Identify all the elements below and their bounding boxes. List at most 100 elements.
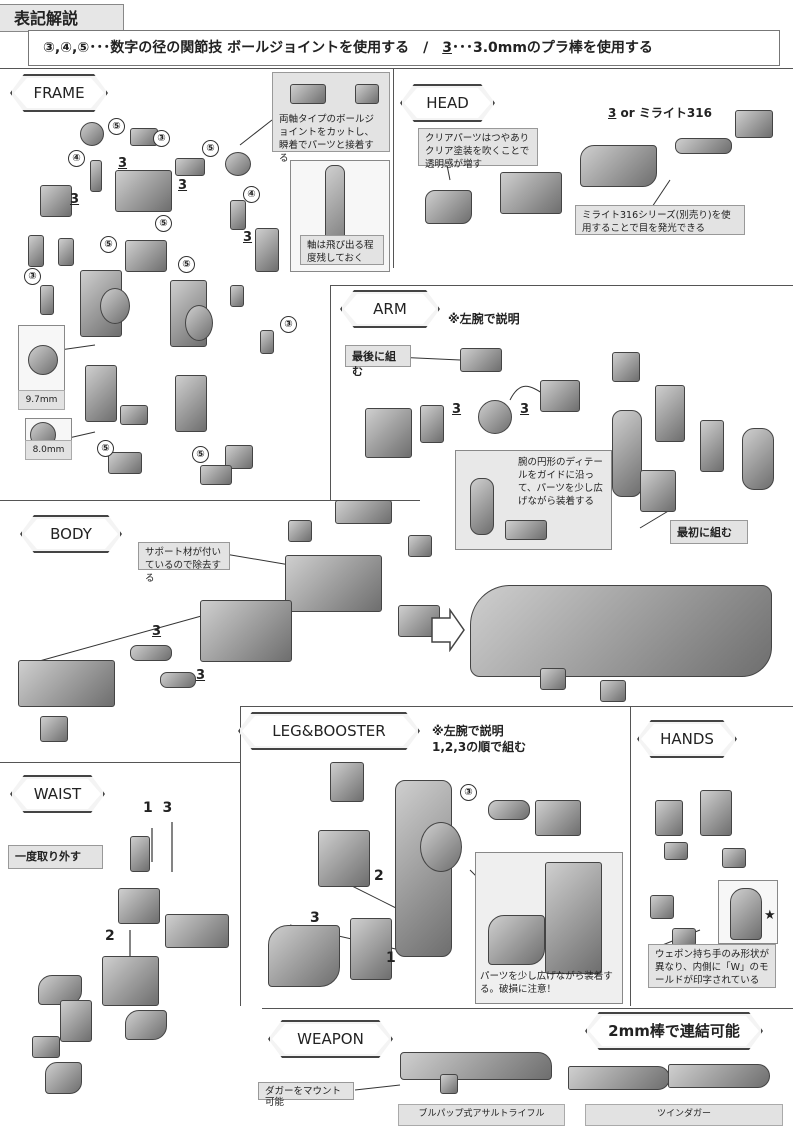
leg-badge: LEG&BOOSTER (238, 712, 420, 750)
arm-part (655, 385, 685, 442)
frame-rod-3: 3 (70, 192, 80, 207)
head-part-crest (735, 110, 773, 138)
leg-part-nozzle (535, 800, 581, 836)
head-clear-note: クリアパーツはつやありクリア塗装を吹くことで透明感が増す (418, 128, 538, 170)
arm-badge: ARM (340, 290, 440, 328)
frame-ball-97 (28, 345, 58, 375)
weapon-link-label: 2mm棒で連結可能 (585, 1012, 763, 1050)
leg-caution-part (488, 915, 545, 965)
leg-step-3: 3 (310, 910, 320, 926)
waist-part (165, 914, 229, 948)
leg-caution-note: パーツを少し広げながら装着する。破損に注意！ (480, 971, 613, 995)
frame-marker-3: ③ (24, 268, 41, 285)
arm-guide-part (470, 478, 494, 535)
divider-frame-top (0, 68, 393, 69)
head-light-note: ミライト316シリーズ(別売り)を使用することで目を発光できる (575, 205, 745, 235)
leg-part-thruster (488, 800, 530, 820)
body-part-booster (18, 660, 115, 707)
frame-note-cut-part (355, 84, 379, 104)
body-support-note: サポート材が付いているので除去する (138, 542, 230, 584)
frame-badge: FRAME (10, 74, 108, 112)
body-part-chest (285, 555, 382, 612)
weapon-dagger-name: ツインダガー (585, 1104, 783, 1126)
hands-part (650, 895, 674, 919)
arm-rod-3: 3 (520, 402, 530, 417)
leg-subtitle-1: ※左腕で説明 (432, 724, 504, 738)
waist-part-skirt (125, 1010, 167, 1040)
legend-circled: ③,④,⑤･･･数字の径の関節技 ボールジョイントを使用する (43, 40, 410, 56)
arm-part (420, 405, 444, 443)
leg-subtitle-2: 1,2,3の順で組む (432, 740, 527, 754)
leg-part-shin-armor (350, 918, 392, 980)
leg-caution-part (545, 862, 602, 974)
arm-subtitle: ※左腕で説明 (448, 312, 520, 326)
arm-part-shoulder (460, 348, 502, 372)
frame-part (120, 405, 148, 425)
divider-body-top (0, 500, 420, 501)
hands-part (722, 848, 746, 868)
arm-part-ball (478, 400, 512, 434)
arm-part (612, 352, 640, 382)
waist-badge: WAIST (10, 775, 105, 813)
legend-box: ③,④,⑤･･･数字の径の関節技 ボールジョイントを使用する/3･･･3.0mm… (28, 30, 780, 66)
body-arrow-icon (431, 608, 465, 652)
legend-rod-number: 3 (442, 40, 452, 56)
frame-marker-5: ⑤ (155, 215, 172, 232)
arm-part (700, 420, 724, 472)
frame-marker-4: ④ (68, 150, 85, 167)
arm-rod-3: 3 (452, 402, 462, 417)
body-part (40, 716, 68, 742)
frame-marker-3: ③ (280, 316, 297, 333)
frame-part (225, 152, 251, 176)
waist-part-joint (130, 836, 150, 872)
frame-part (200, 465, 232, 485)
divider-waist-top (0, 762, 240, 763)
hands-part (664, 842, 688, 860)
hands-part (700, 790, 732, 836)
frame-part-knee-l (100, 288, 130, 324)
hands-part-weapon-grip (730, 888, 762, 940)
divider-head-top (393, 68, 793, 69)
arm-part-forearm (612, 410, 642, 497)
frame-part-shin-r (175, 375, 207, 432)
arm-part (640, 470, 676, 512)
frame-part (175, 158, 205, 176)
frame-marker-5: ⑤ (97, 440, 114, 457)
body-badge: BODY (20, 515, 122, 553)
frame-part-torso (115, 170, 172, 212)
frame-part (40, 285, 54, 315)
arm-last-label: 最後に組む (345, 345, 411, 378)
weapon-rifle-name: ブルパップ式アサルトライフル (398, 1104, 565, 1126)
frame-marker-5: ⑤ (202, 140, 219, 157)
frame-part-waist (125, 240, 167, 272)
legend-rod-text: ･･･3.0mmのプラ棒を使用する (451, 40, 653, 56)
frame-part-head-ball (80, 122, 104, 146)
divider-frame-arm (330, 285, 331, 500)
waist-part (60, 1000, 92, 1042)
head-part-rod (675, 138, 732, 154)
frame-marker-4: ④ (243, 186, 260, 203)
frame-marker-5: ⑤ (178, 256, 195, 273)
leg-part-booster (268, 925, 340, 987)
body-part (540, 668, 566, 690)
body-part-backpack (200, 600, 292, 662)
divider-weapon-top (262, 1008, 793, 1009)
arm-first-label: 最初に組む (670, 520, 748, 544)
frame-part-shin-l (85, 365, 117, 422)
frame-part-knee-r (185, 305, 213, 341)
body-part-rod (130, 645, 172, 661)
leg-part-thigh-armor (318, 830, 370, 887)
body-rod-3: 3 (196, 668, 206, 683)
frame-part (255, 228, 279, 272)
frame-part (90, 160, 102, 192)
body-rod-3: 3 (152, 624, 162, 639)
weapon-badge: WEAPON (268, 1020, 393, 1058)
hands-part (655, 800, 683, 836)
page-title: 表記解説 (0, 4, 124, 32)
frame-part-foot-l (108, 452, 142, 474)
body-part (335, 500, 392, 524)
frame-marker-5: ⑤ (192, 446, 209, 463)
head-part-face (500, 172, 562, 214)
frame-part (28, 235, 44, 267)
divider-body-bottom (240, 706, 793, 707)
